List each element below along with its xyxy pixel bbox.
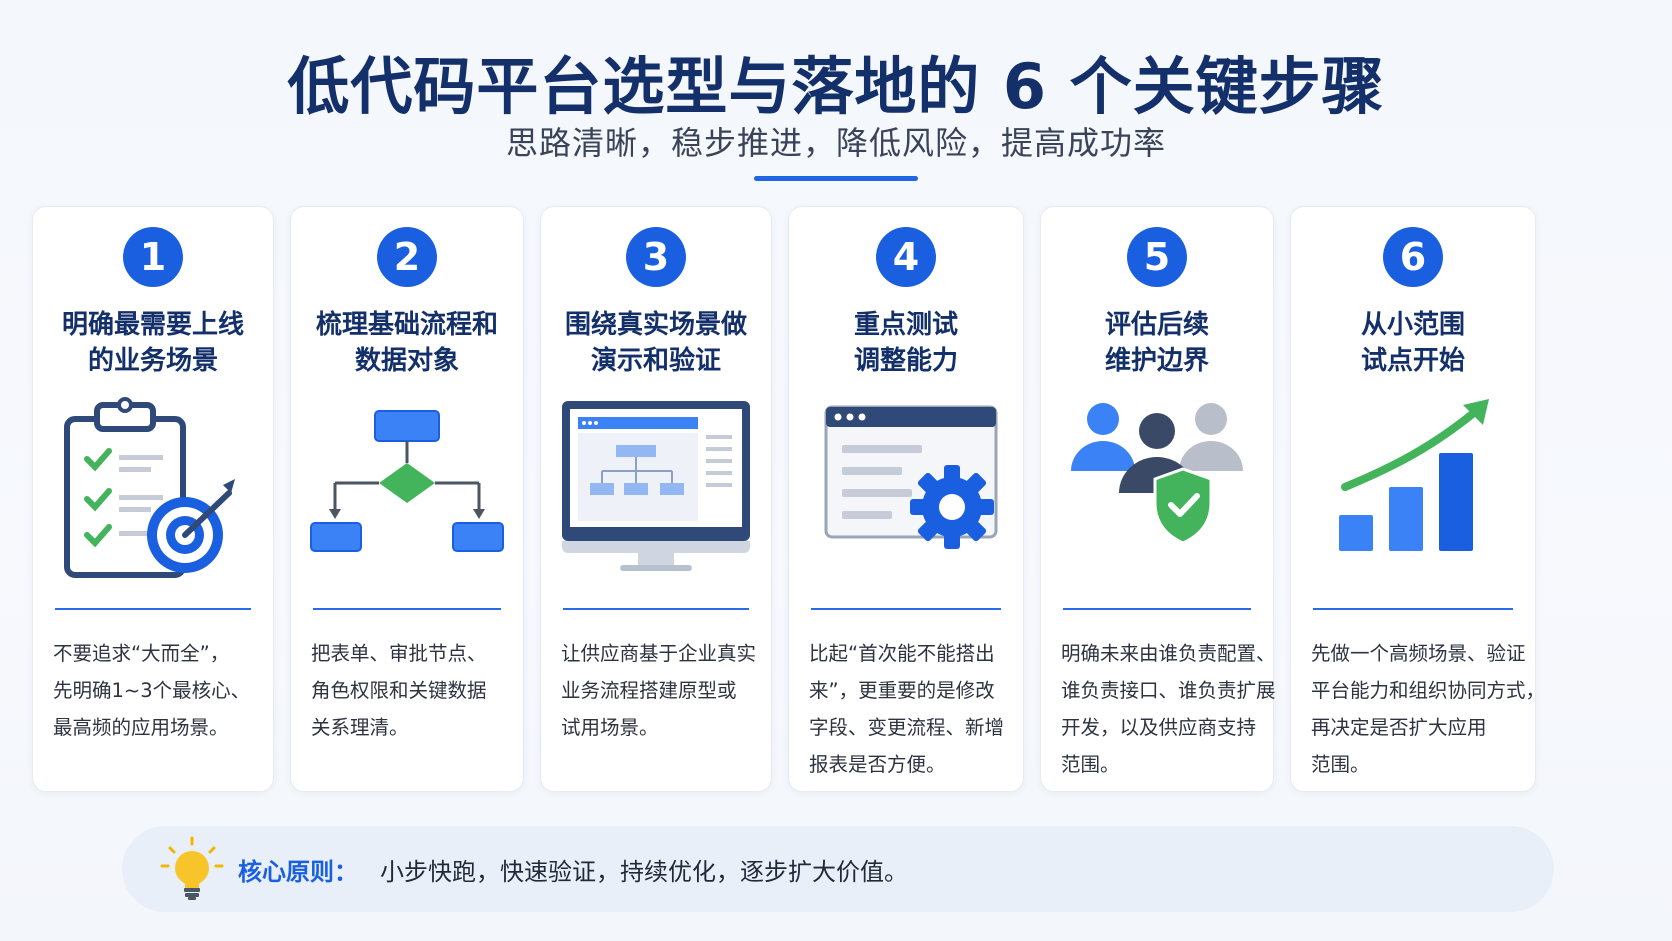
- page-subtitle: 思路清晰，稳步推进，降低风险，提高成功率: [505, 124, 1166, 162]
- step-description: 先做一个高频场景、验证 平台能力和组织协同方式， 再决定是否扩大应用 范围。: [1311, 642, 1546, 776]
- step-number-badge: 2: [377, 227, 437, 287]
- card-divider: [313, 608, 501, 610]
- step-title: 从小范围 试点开始: [1360, 310, 1465, 376]
- step-description: 比起“首次能不能搭出 来”，更重要的是修改 字段、变更流程、新增 报表是否方便。: [809, 642, 1005, 776]
- card-divider: [55, 608, 251, 610]
- step-card-6: 6 从小范围 试点开始 先做一个高频场景、验证 平台能力和组织协同方式， 再决定…: [1290, 206, 1546, 792]
- step-number-badge: 5: [1127, 227, 1187, 287]
- step-title: 评估后续 维护边界: [1104, 310, 1209, 376]
- lightbulb-icon: [160, 836, 224, 900]
- flowchart-icon: [310, 410, 504, 552]
- step-number-badge: 1: [123, 227, 183, 287]
- page-title: 低代码平台选型与落地的 6 个关键步骤: [287, 50, 1385, 123]
- step-number-badge: 6: [1383, 227, 1443, 287]
- step-description: 不要追求“大而全”， 先明确1~3个最核心、 最高频的应用场景。: [53, 642, 251, 739]
- growth-chart-icon: [1339, 399, 1489, 551]
- step-title: 重点测试 调整能力: [853, 310, 958, 376]
- step-card-3: 3 围绕真实场景做 演示和验证: [540, 206, 772, 792]
- monitor-icon: [562, 401, 750, 571]
- card-divider: [563, 608, 749, 610]
- card-divider: [1063, 608, 1251, 610]
- clipboard-target-icon: [64, 397, 235, 578]
- step-title: 围绕真实场景做 演示和验证: [564, 310, 747, 376]
- browser-gear-icon: [824, 405, 998, 549]
- step-description: 把表单、审批节点、 角色权限和关键数据 关系理清。: [311, 642, 487, 739]
- step-description: 让供应商基于企业真实 业务流程搭建原型或 试用场景。: [561, 642, 757, 739]
- step-card-1: 1 明确最需要上线 的业务场景 不要追求“大而全”， 先明确1~3个最核心: [32, 206, 274, 792]
- step-card-4: 4 重点测试 调整能力: [788, 206, 1024, 792]
- step-card-5: 5 评估后续 维护边界 明确未来由谁负责配置、 谁负责接口、谁负责扩展 开发，以…: [1040, 206, 1276, 792]
- step-card-2: 2 梳理基础流程和 数据对象 把表单、审批节点、 角色权限和关键数据 关系理清。: [290, 206, 524, 792]
- step-number-badge: 3: [626, 227, 686, 287]
- card-divider: [1313, 608, 1513, 610]
- step-number-badge: 4: [876, 227, 936, 287]
- team-shield-icon: [1071, 403, 1243, 545]
- title-underline: [754, 176, 918, 181]
- principle-text: 小步快跑，快速验证，持续优化，逐步扩大价值。: [380, 858, 908, 886]
- step-title: 明确最需要上线 的业务场景: [61, 310, 244, 376]
- step-title: 梳理基础流程和 数据对象: [315, 310, 498, 376]
- principle-label: 核心原则：: [238, 858, 358, 886]
- card-divider: [811, 608, 1001, 610]
- core-principle-banner: 核心原则： 小步快跑，快速验证，持续优化，逐步扩大价值。: [122, 826, 1554, 912]
- step-description: 明确未来由谁负责配置、 谁负责接口、谁负责扩展 开发，以及供应商支持 范围。: [1061, 642, 1276, 776]
